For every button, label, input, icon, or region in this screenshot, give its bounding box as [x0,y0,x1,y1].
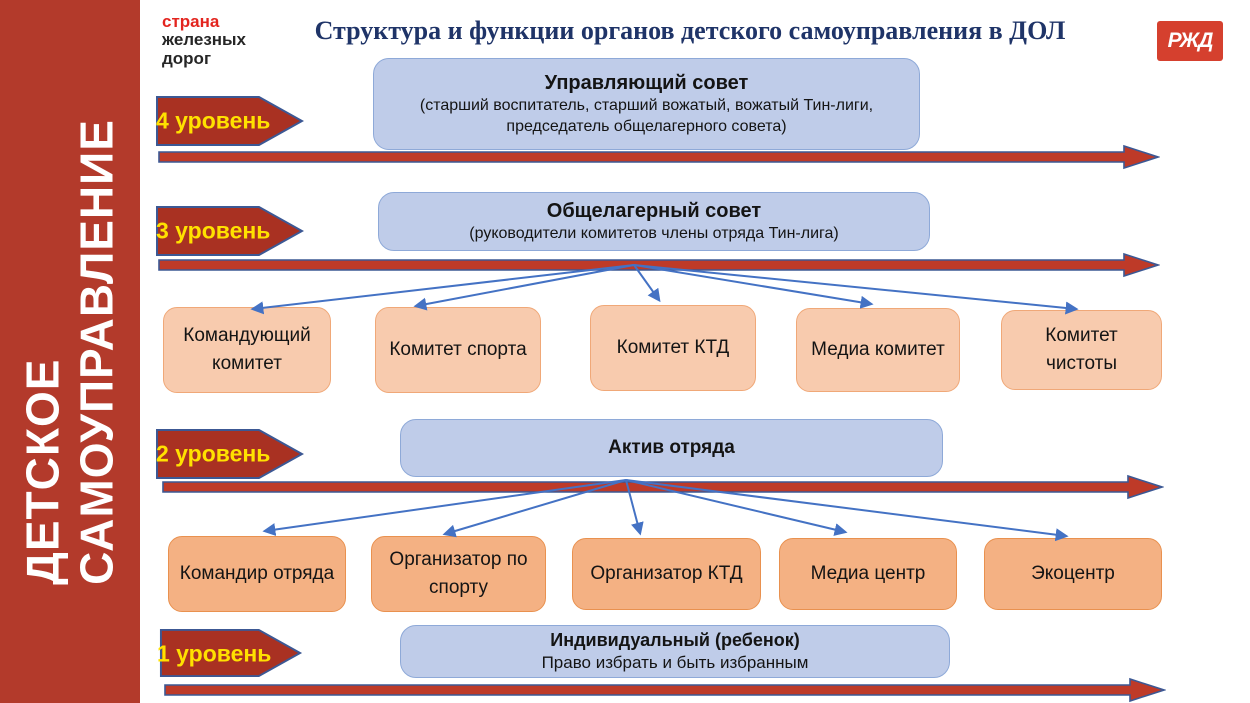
committee-box: Комитет КТД [590,305,756,391]
sidebar-band: ДЕТСКОЕ САМОУПРАВЛЕНИЕ [0,0,140,703]
role-box: Экоцентр [984,538,1162,610]
rzd-logo-text: РЖД [1167,29,1214,52]
committee-label: Комитет спорта [389,339,527,361]
timeline-arrow-icon [158,252,1160,278]
council-subtitle: (старший воспитатель, старший вожатый, в… [419,97,874,135]
timeline-arrow-icon [164,677,1166,703]
committee-label: Медиа комитет [811,339,945,361]
council-title: Индивидуальный (ребенок) [550,629,800,650]
level-arrow-icon [156,429,305,479]
committee-box: Командующий комитет [163,307,331,393]
council-title: Управляющий совет [544,72,749,95]
brand-line3: дорог [162,48,212,68]
council-box-managing: Управляющий совет (старший воспитатель, … [373,58,920,150]
sidebar-title-line1: ДЕТСКОЕ [16,358,69,585]
committee-label: Комитет КТД [616,337,730,359]
role-box: Медиа центр [779,538,957,610]
council-title: Общелагерный совет [546,200,762,223]
level-4-arrow: 4 уровень [156,96,305,146]
level-arrow-icon [159,629,303,677]
council-box-camp: Общелагерный совет (руководители комитет… [378,192,930,251]
level-1-arrow: 1 уровень [157,629,305,679]
level-arrow-icon [156,206,305,256]
role-label: Медиа центр [810,563,926,585]
sidebar-title-line2: САМОУПРАВЛЕНИЕ [71,118,123,585]
role-label: Организатор КТД [590,563,743,585]
role-label: Командир отряда [179,563,335,585]
committee-label: Комитет чистоты [1045,325,1118,374]
role-box: Командир отряда [168,536,346,612]
level-2-label: 2 уровень [156,440,271,467]
level-arrow-icon [156,96,305,146]
role-box: Организатор КТД [572,538,761,610]
council-title: Актив отряда [608,436,735,458]
council-box-detachment-active: Актив отряда [400,419,943,477]
council-box-individual: Индивидуальный (ребенок) Право избрать и… [400,625,950,678]
brand-line1: страна [162,12,220,31]
brand-logo: страна железных дорог [162,12,247,68]
timeline-arrow-icon [158,144,1160,170]
committee-box: Комитет чистоты [1001,310,1162,390]
timeline-arrow-icon [162,474,1164,500]
council-subtitle: (руководители комитетов члены отряда Тин… [469,225,839,243]
rzd-logo: РЖД [1157,21,1223,61]
page-title: Структура и функции органов детского сам… [314,16,1066,45]
level-1-label: 1 уровень [157,640,272,667]
committee-box: Комитет спорта [375,307,541,393]
council-subtitle: Право избрать и быть избранным [541,653,809,673]
committee-label: Командующий комитет [183,325,311,374]
role-box: Организатор по спорту [371,536,546,612]
role-label: Экоцентр [1031,563,1115,585]
level-3-arrow: 3 уровень [156,206,305,256]
level-4-label: 4 уровень [156,107,271,134]
role-label: Организатор по спорту [389,549,528,598]
level-3-label: 3 уровень [156,217,271,244]
sidebar-vertical-title: ДЕТСКОЕ САМОУПРАВЛЕНИЕ [16,119,125,585]
level-2-arrow: 2 уровень [156,429,305,479]
committee-box: Медиа комитет [796,308,960,392]
brand-line2: железных [162,30,247,50]
